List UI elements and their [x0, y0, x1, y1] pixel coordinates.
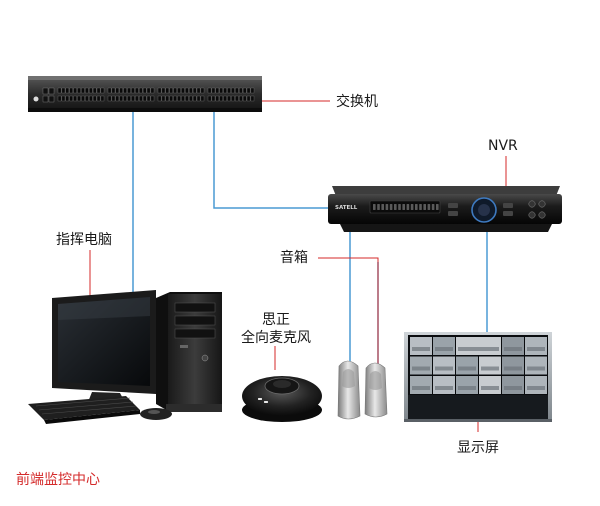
switch-power-led — [33, 96, 39, 102]
speaker-left — [337, 360, 361, 420]
computer-monitor — [52, 290, 156, 404]
speaker-right — [364, 362, 388, 418]
mic-buttons — [258, 398, 268, 403]
label-switch: 交换机 — [336, 93, 378, 110]
cable-switch-nvr — [213, 112, 330, 209]
mouse — [140, 408, 172, 420]
pointer-speaker — [318, 257, 379, 368]
label-monitoring-center: 前端监控中心 — [16, 471, 100, 488]
computer-tower — [156, 292, 222, 412]
label-computer: 指挥电脑 — [56, 232, 112, 248]
keyboard — [28, 396, 140, 424]
network-switch — [28, 76, 262, 112]
nvr-recorder: SATELL — [328, 186, 562, 232]
label-mic-line2: 全向麦克风 — [241, 329, 311, 346]
nvr-buttons — [373, 203, 513, 216]
nvr-brand-text: SATELL — [335, 205, 358, 211]
tower-power-button — [201, 354, 209, 362]
nvr-side-buttons — [528, 200, 546, 219]
omnidirectional-microphone — [242, 376, 322, 422]
display-screen — [404, 332, 552, 422]
label-speaker: 音箱 — [280, 249, 308, 266]
label-nvr: NVR — [488, 138, 518, 154]
switch-ports — [42, 87, 255, 103]
cctv-feed-grid — [410, 337, 547, 394]
label-mic-line1: 思正 — [262, 312, 290, 328]
label-display: 显示屏 — [457, 440, 499, 456]
